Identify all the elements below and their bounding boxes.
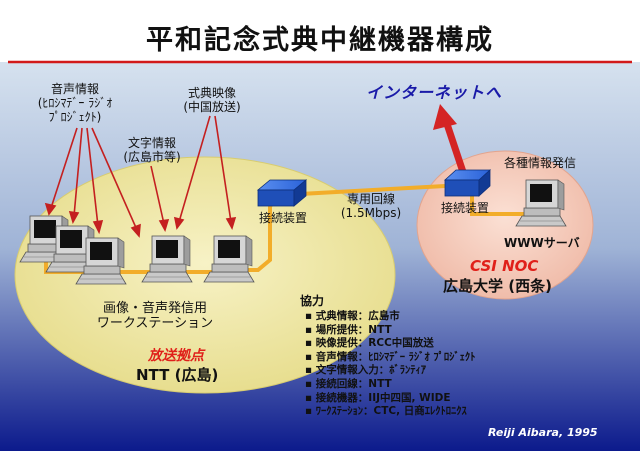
video-source-line-2: (中国放送) [183,100,241,114]
audio-source-line-2: (ﾋﾛｼﾏﾃﾞｰ ﾗｼﾞｵ [37,96,113,110]
workstation-label-line-1: 画像・音声発信用 [102,301,207,316]
workstation-label: 画像・音声発信用 ワークステーション [80,301,230,331]
connector-left-label: 接続装置 [258,211,307,225]
title-band [0,0,640,62]
cooperation-item: ﾜｰｸｽﾃｰｼｮﾝ：CTC, 日商ｴﾚｸﾄﾛﾆｸｽ [305,405,475,419]
university-label: 広島大学 (西条) [443,277,552,295]
cooperation-list: 式典情報：広島市 場所提供：NTT 映像提供：RCC中国放送 音声情報：ﾋﾛｼﾏ… [305,310,476,419]
leased-line-cable [299,184,446,196]
leased-line-name: 専用回線 [346,192,395,206]
csi-noc-label: CSI NOC [470,257,539,275]
cooperation-item: 文字情報入力：ﾎﾞﾗﾝﾃｨｱ [305,364,475,378]
internet-arrow-shaft [443,122,469,180]
workstation-label-line-2: ワークステーション [96,316,214,331]
www-server-label: WWWサーバ [504,236,580,250]
audio-source-label: 音声情報 (ﾋﾛｼﾏﾃﾞｰ ﾗｼﾞｵ ﾌﾟﾛｼﾞｪｸﾄ) [30,82,120,124]
cooperation-item: 場所提供：NTT [305,324,475,338]
video-source-line-1: 式典映像 [187,86,236,100]
cooperation-item: 映像提供：RCC中国放送 [305,337,475,351]
text-source-line-2: (広島市等) [123,150,181,164]
connector-box-left [256,179,308,207]
ntt-site-label: NTT (広島) [136,366,219,384]
lan-cable-right [470,196,530,216]
cooperation-item: 接続回線：NTT [305,378,475,392]
video-source-label: 式典映像 (中国放送) [170,86,254,114]
cooperation-item: 接続機器：IIJ中四国, WIDE [305,392,475,406]
connector-right-label: 接続装置 [440,201,489,215]
audio-source-line-1: 音声情報 [50,82,99,96]
connector-box-right [443,169,492,197]
cooperation-item: 音声情報：ﾋﾛｼﾏﾃﾞｰ ﾗｼﾞｵ ﾌﾟﾛｼﾞｪｸﾄ [305,351,476,365]
leased-line-label: 専用回線 (1.5Mbps) [336,192,406,220]
leased-line-speed: (1.5Mbps) [340,206,402,220]
audio-source-line-3: ﾌﾟﾛｼﾞｪｸﾄ) [48,110,102,124]
text-source-line-1: 文字情報 [127,136,176,150]
cooperation-title: 協力 [300,294,325,308]
broadcast-hub-label: 放送拠点 [148,348,204,364]
source-arrows [44,115,237,238]
page-title: 平和記念式典中継機器構成 [146,25,494,56]
server-info-label: 各種情報発信 [503,156,576,170]
internet-arrow-head [433,104,457,130]
text-source-label: 文字情報 (広島市等) [112,136,192,164]
cooperation-item: 式典情報：広島市 [305,310,475,324]
internet-label: インターネットへ [366,83,503,102]
broadcast-site-area [14,156,396,394]
author-signature: Reiji Aibara, 1995 [488,426,598,439]
